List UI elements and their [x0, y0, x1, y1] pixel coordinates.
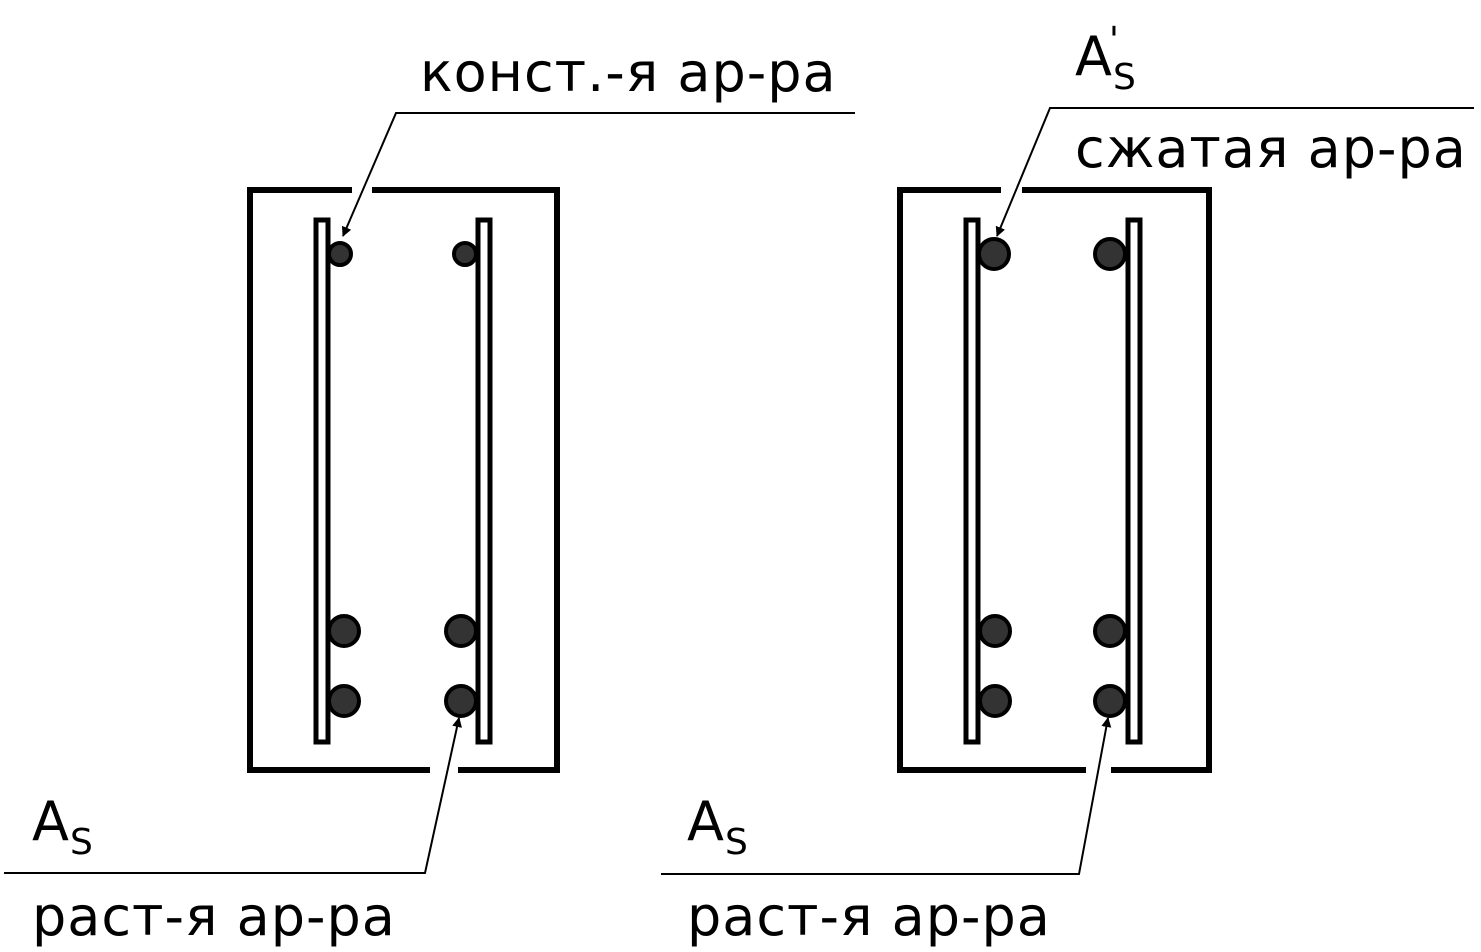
- right-bottom-bar-1: [978, 614, 1012, 648]
- right-compressed-leader: [995, 107, 1474, 237]
- right-compressed-label: сжатая ар-ра: [1075, 117, 1467, 180]
- left-top-bar-2: [452, 241, 478, 267]
- right-compressed-prime: ': [1109, 20, 1119, 61]
- right-stirrup-left: [963, 217, 981, 745]
- left-section-outline: [247, 187, 560, 773]
- right-bottom-bar-3: [978, 684, 1012, 718]
- left-tensile-symbol: A: [32, 790, 69, 853]
- right-compressed-symbol: A: [1075, 25, 1112, 88]
- right-top-bar-1: [977, 237, 1011, 271]
- right-section-outline: [897, 187, 1212, 773]
- right-tensile-subscript: S: [725, 822, 748, 863]
- right-stirrup-right: [1125, 217, 1143, 745]
- right-tensile-label: раст-я ар-ра: [687, 885, 1051, 948]
- left-tensile-subscript: S: [70, 822, 93, 863]
- left-stirrup-right: [475, 217, 493, 745]
- left-bottom-bar-3: [327, 684, 361, 718]
- left-tensile-leader: [4, 717, 462, 874]
- right-tensile-symbol: A: [687, 790, 724, 853]
- left-bottom-bar-4: [444, 684, 478, 718]
- right-bottom-bar-2: [1093, 614, 1127, 648]
- right-top-bar-2: [1093, 237, 1127, 271]
- left-constructive-label: конст.-я ар-ра: [420, 41, 837, 104]
- right-beam-section: A ' S сжатая ар-ра A S раст-я ар-ра: [661, 20, 1474, 948]
- left-beam-section: конст.-я ар-ра A S раст-я ар-ра: [4, 41, 855, 948]
- right-bottom-bar-4: [1093, 684, 1127, 718]
- left-constructive-leader: [341, 112, 855, 237]
- left-stirrup-left: [313, 217, 331, 745]
- left-tensile-label: раст-я ар-ра: [32, 885, 396, 948]
- right-compressed-subscript: S: [1113, 57, 1136, 98]
- left-top-bar-1: [327, 241, 353, 267]
- right-tensile-leader: [661, 717, 1112, 875]
- left-bottom-bar-1: [327, 614, 361, 648]
- left-bottom-bar-2: [444, 614, 478, 648]
